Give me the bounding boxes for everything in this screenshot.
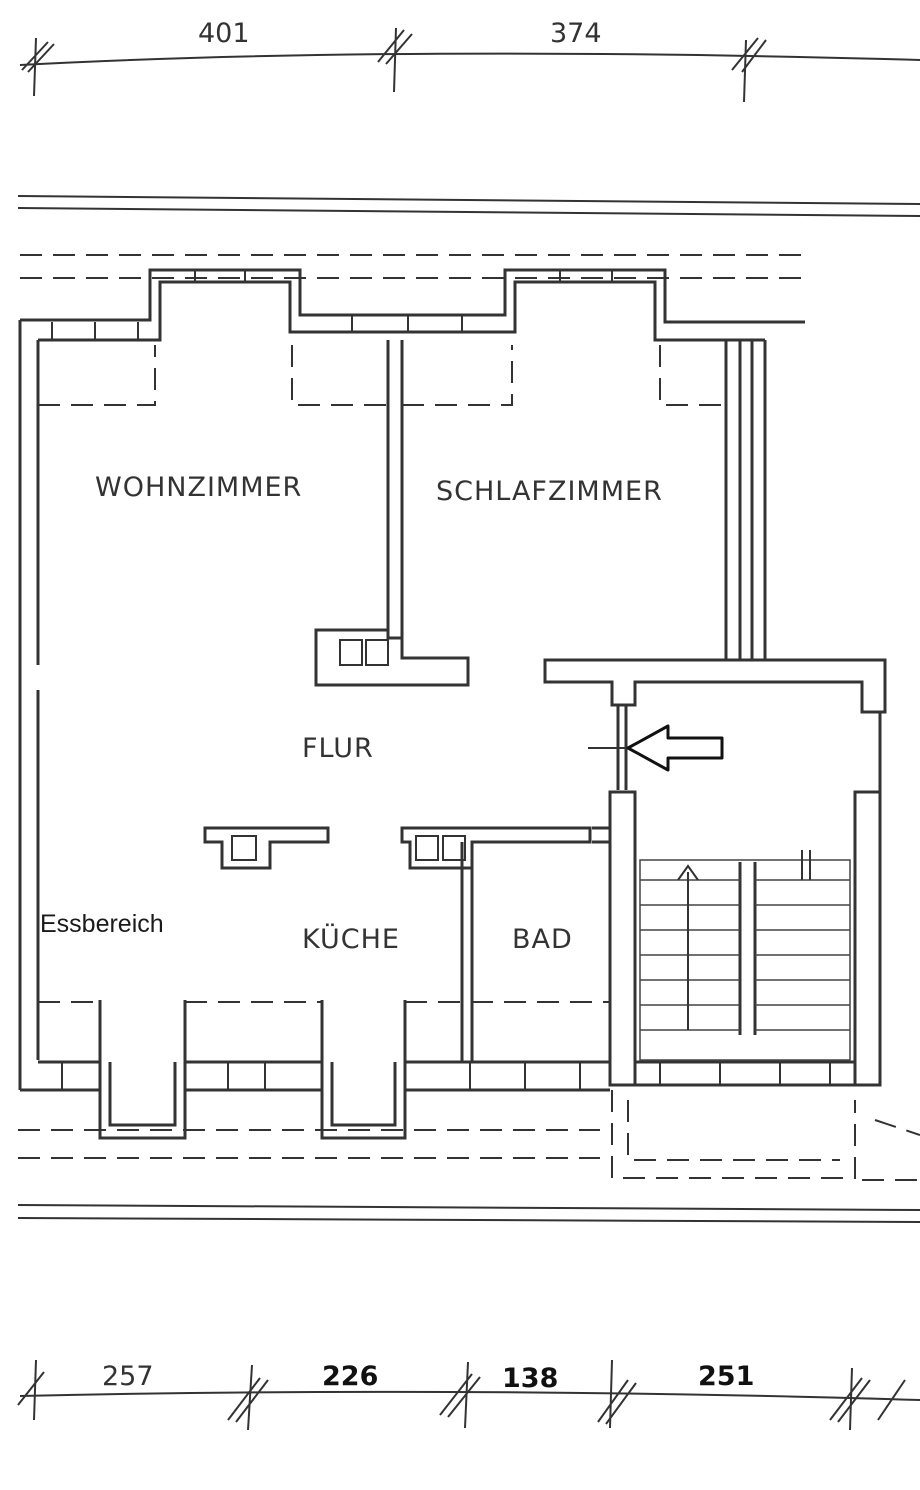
room-label-schlafzimmer: SCHLAFZIMMER: [436, 476, 663, 507]
top-dimension-line: 401 374: [19, 18, 920, 103]
lower-facade-line: [17, 1204, 920, 1223]
room-label-kueche: KÜCHE: [302, 923, 400, 955]
bottom-dimension-line: 257 226 138 251: [17, 1359, 920, 1431]
exterior-walls: [18, 268, 805, 1140]
staircase: [639, 850, 851, 1061]
room-label-bad: BAD: [512, 924, 573, 955]
room-label-flur: FLUR: [302, 733, 374, 764]
annotation-essbereich: Essbereich: [40, 910, 164, 938]
upper-dashed-lines: [20, 254, 805, 279]
dimension-bottom-3: 138: [502, 1363, 558, 1394]
dimension-top-2: 374: [550, 18, 602, 49]
dimension-bottom-1: 257: [102, 1361, 154, 1392]
arrow-left-icon: [588, 724, 724, 772]
dimension-bottom-4: 251: [698, 1361, 754, 1392]
dashed-detail-lines: [18, 345, 920, 1181]
room-labels: WOHNZIMMER SCHLAFZIMMER FLUR KÜCHE BAD E…: [40, 472, 663, 955]
interior-walls: [203, 340, 887, 1087]
room-label-wohnzimmer: WOHNZIMMER: [95, 472, 302, 503]
dimension-bottom-2: 226: [322, 1361, 378, 1392]
dimension-top-1: 401: [198, 18, 250, 49]
upper-facade-line: [17, 195, 920, 217]
